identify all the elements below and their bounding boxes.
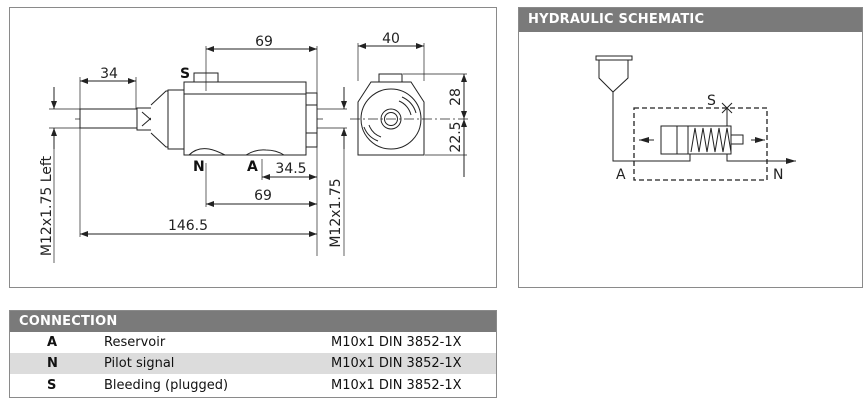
description-cell: Pilot signal (104, 356, 175, 371)
dim-body-length-top: 69 (255, 34, 273, 50)
port-cell: N (47, 356, 58, 371)
port-label-s: S (180, 66, 190, 82)
connection-table: CONNECTION A Reservoir M10x1 DIN 3852-1X… (9, 310, 497, 398)
connection-title: CONNECTION (10, 311, 496, 332)
description-cell: Bleeding (plugged) (104, 378, 229, 393)
thread-cell: M10x1 DIN 3852-1X (331, 356, 462, 371)
dim-overall-length: 146.5 (168, 218, 208, 234)
port-cell: S (47, 378, 57, 393)
table-row: A Reservoir M10x1 DIN 3852-1X (10, 332, 496, 353)
description-cell: Reservoir (104, 335, 166, 350)
schematic-label-n: N (773, 167, 783, 183)
dim-height-lower: 22.5 (448, 121, 464, 152)
table-row: N Pilot signal M10x1 DIN 3852-1X (10, 353, 496, 374)
dim-side-width: 40 (382, 31, 400, 47)
schematic-label-s: S (707, 93, 716, 109)
thread-cell: M10x1 DIN 3852-1X (331, 335, 462, 350)
dim-rod-length: 34 (100, 66, 118, 82)
dim-port-a-offset: 34.5 (275, 161, 306, 177)
thread-cell: M10x1 DIN 3852-1X (331, 378, 462, 393)
schematic-label-a: A (616, 167, 626, 183)
hydraulic-schematic-diagram: S A N (595, 55, 796, 183)
port-cell: A (47, 335, 58, 350)
dim-height-upper: 28 (448, 88, 464, 106)
dim-thread-left: M12x1.75 Left (39, 155, 55, 256)
port-label-n: N (193, 159, 205, 175)
table-row: S Bleeding (plugged) M10x1 DIN 3852-1X (10, 374, 496, 398)
dim-body-length-bottom: 69 (254, 188, 272, 204)
port-label-a: A (247, 159, 258, 175)
technical-drawing: 69 34 40 28 22.5 34.5 69 146.5 M12x1.75 … (39, 31, 471, 263)
dim-thread-right: M12x1.75 (328, 178, 344, 247)
schematic-title: HYDRAULIC SCHEMATIC (519, 8, 862, 32)
hydraulic-schematic-panel: HYDRAULIC SCHEMATIC S A N (518, 7, 863, 288)
dimension-drawing-panel: 69 34 40 28 22.5 34.5 69 146.5 M12x1.75 … (9, 7, 497, 288)
